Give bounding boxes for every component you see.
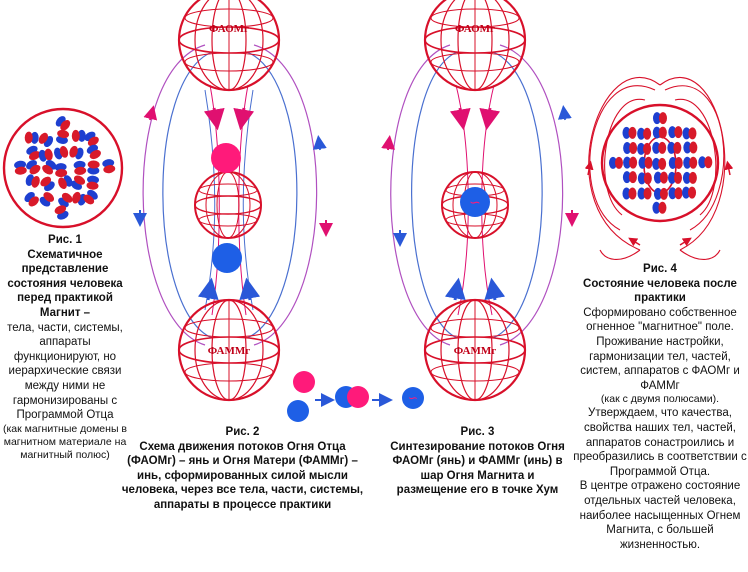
domain-aligned	[683, 141, 698, 154]
fig3-top-sphere-label: ФАОМг	[455, 23, 495, 35]
fig2-title: Рис. 2	[225, 426, 260, 438]
domain-aligned	[608, 156, 623, 169]
fig1-caption: Рис. 1 Схематичное представление состоян…	[2, 233, 128, 462]
fig3-bottom-sphere-label: ФАММг	[454, 345, 496, 357]
domain-aligned	[637, 187, 652, 200]
domain-aligned	[638, 156, 653, 169]
domain-aligned	[652, 201, 667, 214]
domain-random	[40, 176, 55, 192]
domain-random	[25, 174, 40, 188]
domain-aligned	[637, 172, 652, 185]
domain-aligned	[652, 141, 667, 154]
domain-random	[56, 129, 70, 144]
domain-aligned	[653, 171, 668, 184]
domain-random	[86, 175, 100, 190]
domain-random	[26, 145, 41, 161]
domain-aligned	[652, 126, 667, 139]
domain-aligned	[653, 187, 668, 200]
fig1-bold-text: Схематичное представление состояния чело…	[7, 248, 123, 319]
domain-aligned	[682, 127, 697, 140]
domain-aligned	[622, 126, 637, 139]
domain-random	[73, 160, 87, 175]
fig3-flow-diagram: ∽	[381, 0, 579, 402]
domain-random	[38, 148, 53, 162]
fig4-paragraph-2: Проживание настройки, гармонизации тел, …	[580, 335, 740, 392]
domain-random	[83, 189, 98, 205]
fig4-paragraph-4: В центре отражено состояние отдельных ча…	[579, 480, 741, 551]
domain-random	[70, 175, 86, 190]
domain-random	[71, 129, 86, 142]
merge-sequence: ∽	[287, 371, 424, 422]
domain-aligned	[682, 186, 697, 199]
domain-random	[102, 159, 116, 174]
domain-aligned	[637, 127, 652, 140]
domain-aligned	[698, 156, 713, 169]
fig1-body-text: тела, части, системы, аппараты функциони…	[7, 321, 123, 422]
domain-aligned	[668, 126, 683, 139]
domain-random	[84, 131, 99, 147]
domain-random	[42, 160, 57, 175]
svg-text:∽: ∽	[408, 391, 418, 405]
domain-aligned	[652, 112, 667, 125]
domain-random	[24, 191, 39, 207]
fig4-paragraph-2-small: (как с двумя полюсами).	[600, 393, 720, 406]
domain-aligned	[652, 157, 667, 170]
fig2-top-sphere-label: ФАОМг	[209, 23, 249, 35]
fig1-small-text: (как магнитные домены в магнитном матери…	[2, 422, 127, 461]
domain-random	[24, 131, 39, 144]
fig3-title: Рис. 3	[460, 426, 495, 438]
domain-random	[14, 160, 27, 175]
domain-random	[55, 116, 71, 131]
fig4-paragraph-1: Сформировано собственное огненное "магни…	[583, 306, 737, 334]
fig3-caption: Рис. 3 Синтезирование потоков Огня ФАОМг…	[385, 425, 570, 498]
domain-random	[54, 146, 69, 160]
fig2-bold-text: Схема движения потоков Огня Отца (ФАОМг)…	[121, 440, 364, 511]
fig2-flow-diagram	[133, 0, 333, 402]
fig3-bold-text: Синтезирование потоков Огня ФАОМг (янь) …	[390, 440, 565, 497]
domain-aligned	[668, 187, 683, 200]
domain-aligned	[622, 171, 637, 184]
domain-random	[26, 159, 41, 175]
fig2-bottom-sphere-label: ФАММг	[208, 345, 250, 357]
domain-random	[86, 144, 101, 160]
domain-random	[58, 192, 73, 208]
domain-aligned	[682, 171, 697, 184]
fig4-paragraph-3: Утверждаем, что качества, свойства наших…	[573, 407, 747, 478]
fig4-title: Рис. 4	[643, 263, 677, 275]
domain-random	[39, 192, 55, 207]
domain-random	[38, 132, 54, 147]
domain-aligned	[623, 141, 638, 154]
domain-aligned	[667, 171, 682, 184]
svg-text:∽: ∽	[469, 195, 481, 211]
domain-aligned	[668, 156, 683, 169]
fig2-caption: Рис. 2 Схема движения потоков Огня Отца …	[120, 425, 365, 513]
fig1-domains-circle	[2, 107, 124, 229]
domain-aligned	[667, 141, 682, 154]
fig4-caption: Рис. 4 Состояние человека после практики…	[572, 262, 748, 552]
fig4-magnetic-field	[584, 76, 734, 260]
fig4-bold-text: Состояние человека после практики	[583, 277, 737, 305]
domain-aligned	[622, 187, 637, 200]
domain-aligned	[637, 142, 652, 155]
domain-random	[54, 163, 68, 178]
fig1-title: Рис. 1	[48, 234, 82, 246]
domain-aligned	[623, 156, 638, 169]
domain-random	[58, 175, 73, 190]
domain-random	[54, 205, 69, 220]
domain-random	[87, 160, 100, 175]
domain-aligned	[683, 156, 698, 169]
domain-random	[69, 145, 84, 160]
